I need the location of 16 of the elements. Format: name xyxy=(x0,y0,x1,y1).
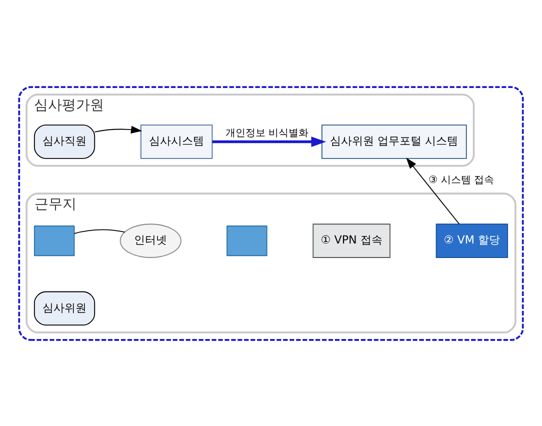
node-box xyxy=(226,225,268,256)
arrow xyxy=(406,157,460,224)
node-box: 심사시스템 xyxy=(140,124,213,158)
arrow xyxy=(212,136,326,146)
arrow xyxy=(94,125,142,134)
node-box: ① VPN 접속 xyxy=(312,223,390,258)
connector xyxy=(74,228,126,234)
node-ellipse: 인터넷 xyxy=(120,223,182,258)
node-box: ② VM 할당 xyxy=(436,223,508,258)
node-box: 심사직원 xyxy=(34,124,96,158)
edge-label: 개인정보 비식별화 xyxy=(225,128,309,138)
cluster xyxy=(18,86,524,340)
node-box: 심사위원 업무포털 시스템 xyxy=(321,124,467,158)
node-box xyxy=(34,225,75,256)
edge-label: ③ 시스템 접속 xyxy=(428,174,494,186)
node-box: 심사위원 xyxy=(34,290,96,326)
